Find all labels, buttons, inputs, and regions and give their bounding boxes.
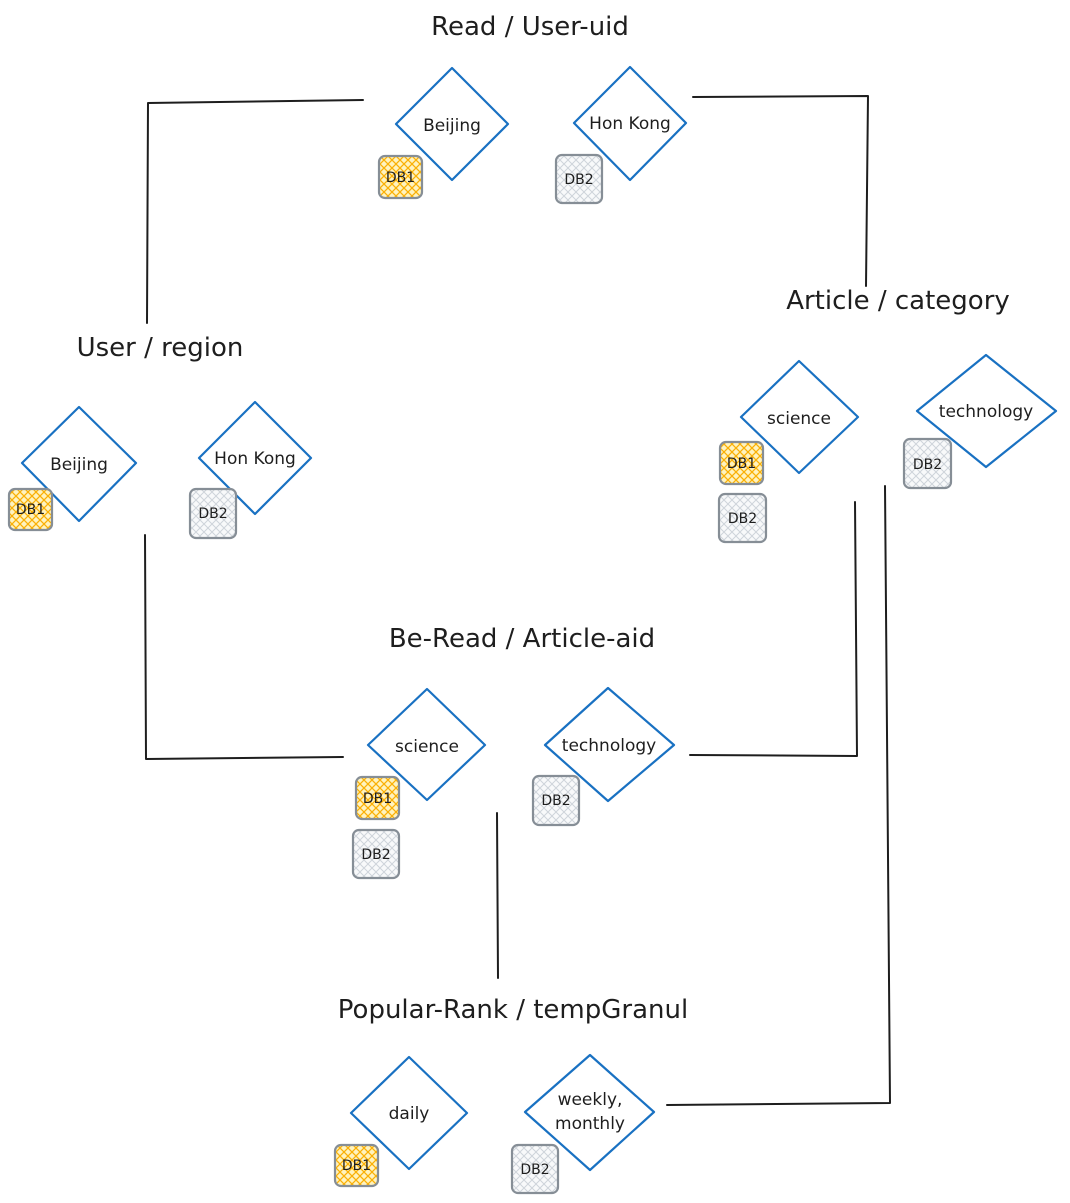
- partition-label: Hon Kong: [589, 114, 671, 134]
- db-badge-label: DB1: [16, 502, 45, 518]
- partition-diamond: [915, 353, 1058, 469]
- connector-article-to-beread: [689, 501, 858, 757]
- connector-user-to-beread: [144, 534, 344, 760]
- db-badge-label: DB1: [342, 1158, 371, 1174]
- db-badge-beread-science-db2: DB2: [351, 828, 401, 880]
- db-badge-read-beijing-db1: DB1: [377, 154, 424, 200]
- db-badge-popular-daily-db1: DB1: [333, 1143, 380, 1188]
- node-user-hongkong: Hon Kong: [197, 400, 313, 516]
- partition-label: technology: [939, 402, 1033, 422]
- node-read-hongkong: Hon Kong: [572, 65, 688, 182]
- partition-diamond: [20, 405, 138, 523]
- db-badge-label: DB1: [363, 791, 392, 807]
- group-beread: Be-Read / Article-aid science DB1 DB2 te…: [351, 624, 676, 880]
- partition-label-line-1: weekly,: [558, 1090, 623, 1110]
- group-title-beread: Be-Read / Article-aid: [389, 624, 655, 654]
- db-badge-box: [554, 153, 604, 205]
- partition-diamond: [543, 686, 676, 803]
- node-user-beijing: Beijing: [20, 405, 138, 523]
- db-badge-box: [531, 774, 581, 827]
- db-badge-label: DB2: [541, 793, 570, 809]
- group-title-popular: Popular-Rank / tempGranul: [338, 995, 688, 1025]
- db-badge-label: DB2: [564, 172, 593, 188]
- db-badge-article-science-db2: DB2: [717, 492, 768, 544]
- db-badge-article-science-db1: DB1: [718, 440, 765, 486]
- connector-article-to-popular: [666, 485, 891, 1106]
- group-popular: Popular-Rank / tempGranul daily DB1 week…: [333, 995, 688, 1195]
- db-badge-user-beijing-db1: DB1: [7, 487, 54, 532]
- partition-label: Beijing: [50, 455, 108, 475]
- partition-diamond: [572, 65, 688, 182]
- node-beread-technology: technology: [543, 686, 676, 803]
- connector-beread-to-popular: [496, 812, 499, 979]
- partition-diamond: [197, 400, 313, 516]
- db-badge-label: DB2: [728, 511, 757, 527]
- db-badge-label: DB2: [198, 506, 227, 522]
- partition-diamond: [739, 359, 860, 475]
- db-badge-beread-technology-db2: DB2: [531, 774, 581, 827]
- db-badge-box: [377, 154, 424, 200]
- partition-label: technology: [562, 736, 656, 756]
- connector-read-to-article: [692, 95, 869, 287]
- partition-diamond: [349, 1055, 469, 1171]
- db-badge-box: [510, 1143, 560, 1195]
- partition-label-line-2: monthly: [555, 1114, 625, 1134]
- db-badge-box: [717, 492, 768, 544]
- db-badge-label: DB1: [727, 456, 756, 472]
- node-popular-daily: daily: [349, 1055, 469, 1171]
- node-article-science: science: [739, 359, 860, 475]
- db-badge-box: [7, 487, 54, 532]
- group-article: Article / category science DB1 DB2 techn…: [717, 286, 1058, 544]
- node-article-technology: technology: [915, 353, 1058, 469]
- group-title-article: Article / category: [786, 286, 1010, 316]
- node-read-beijing: Beijing: [394, 66, 510, 182]
- node-popular-weekly-monthly: weekly, monthly: [523, 1053, 656, 1172]
- partition-label: science: [767, 409, 831, 429]
- db-badge-box: [351, 828, 401, 880]
- db-badge-user-hongkong-db2: DB2: [188, 487, 238, 540]
- group-read: Read / User-uid Beijing DB1 Hon Kong DB2: [377, 12, 688, 205]
- db-badge-box: [333, 1143, 380, 1188]
- db-badge-box: [718, 440, 765, 486]
- db-badge-label: DB1: [386, 170, 415, 186]
- connector-read-to-user: [146, 99, 364, 324]
- db-badge-label: DB2: [520, 1162, 549, 1178]
- partition-diamond: [366, 687, 487, 802]
- partition-label: Hon Kong: [214, 449, 296, 469]
- connectors: [144, 95, 891, 1106]
- group-user: User / region Beijing DB1 Hon Kong DB2: [7, 333, 313, 540]
- db-badge-beread-science-db1: DB1: [354, 775, 401, 821]
- partition-label: Beijing: [423, 116, 481, 136]
- db-badge-box: [902, 437, 953, 490]
- group-title-user: User / region: [77, 333, 244, 363]
- db-badge-box: [354, 775, 401, 821]
- group-title-read: Read / User-uid: [431, 12, 629, 42]
- db-badge-read-hongkong-db2: DB2: [554, 153, 604, 205]
- db-badge-box: [188, 487, 238, 540]
- db-badge-article-technology-db2: DB2: [902, 437, 953, 490]
- node-beread-science: science: [366, 687, 487, 802]
- db-badge-label: DB2: [913, 457, 942, 473]
- partition-label: daily: [389, 1104, 430, 1124]
- partition-diamond: [394, 66, 510, 182]
- partition-diamond: [523, 1053, 656, 1172]
- db-badge-popular-weekly-db2: DB2: [510, 1143, 560, 1195]
- partition-label: science: [395, 737, 459, 757]
- db-badge-label: DB2: [361, 847, 390, 863]
